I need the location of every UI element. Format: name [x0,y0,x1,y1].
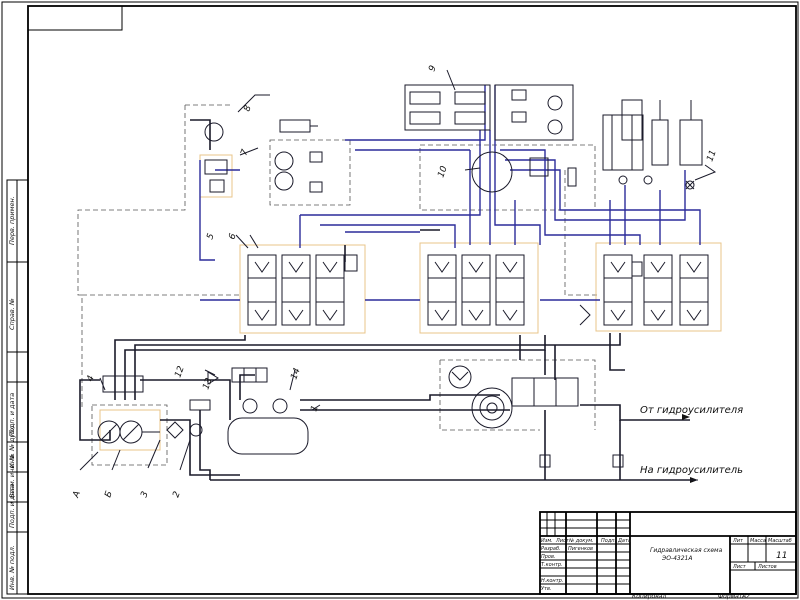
callout-5: 5 [205,232,216,241]
left-stamp-strip: Перв. примен. Справ. № Подп. и дата Инв.… [6,179,29,595]
tb-format-value: А2 [741,593,750,600]
tb-col-list: Лист [555,538,570,544]
tb-row-utv: Утв. [541,586,552,592]
tb-row-razrab: Разраб. [541,546,561,552]
valve-bank-left [247,254,358,326]
strip-perv-primen: Перв. примен. [8,196,16,245]
callout-1: 1 [309,404,320,413]
tb-col-doc: № докум. [568,538,594,544]
tb-col-izm: Изм. [541,538,553,544]
strip-vzam-inv: Взам. инв. № [8,454,16,498]
callout-13: 13 [201,377,214,391]
pressure-lines [199,85,701,301]
valve-bank-middle [427,254,525,326]
leader-lines [79,69,717,471]
tb-row-prov: Пров. [541,554,556,560]
tb-col-date: Дата [617,538,631,544]
strip-podp-data-2: Подп. и дата [8,484,16,528]
tb-col-sign: Подп. [601,538,616,544]
tb-list: Лист [732,564,747,570]
callout-11: 11 [705,149,718,163]
assembly-boundaries [77,104,600,466]
callout-12: 12 [173,365,186,379]
callout-B: Б [103,490,115,499]
callout-4: 4 [85,374,96,383]
callout-9: 9 [427,64,438,73]
steering-unit [448,365,624,468]
tb-listov: Листов [757,564,777,570]
tb-razrab-name: Пигенков [568,546,593,552]
main-lines [79,119,690,481]
top-actuators [279,84,703,193]
tb-lit: Лит [732,538,744,544]
tb-format-label: Формат [718,593,743,600]
flow-arrows [680,414,698,483]
callout-8: 8 [242,104,253,113]
label-from-booster: От гидроусилителя [640,405,743,416]
callout-10: 10 [436,165,449,179]
swing-motor-group [204,122,323,193]
label-to-booster: На гидроусилитель [640,465,743,476]
callout-6: 6 [227,232,238,241]
valve-bank-frames [99,154,722,451]
tb-row-nkontr: Н.контр. [541,578,563,584]
tb-sheet-number: 11 [776,551,787,561]
arrow-from-booster [682,414,690,420]
tb-masshtab: Масштаб [768,538,792,544]
callout-14: 14 [289,367,302,381]
power-unit [97,367,309,455]
valve-bank-right [579,254,709,326]
tb-row-tkontr: Т.контр. [541,562,563,568]
callout-3: 3 [139,490,150,499]
tb-title-line2: ЭО-4321А [661,555,692,562]
tb-kopiroval: Копировал [632,593,666,600]
title-block [539,511,797,595]
callout-7: 7 [239,148,250,157]
tb-title-line1: Гидравлическая схема [650,547,723,554]
tb-massa: Масса [750,538,766,544]
callout-2: 2 [171,490,182,499]
callout-A: А [71,490,83,500]
strip-sprav-no: Справ. № [8,298,16,330]
strip-podp-data-1: Подп. и дата [8,393,16,437]
strip-inv-podl: Инв. № подл. [8,545,16,590]
strip-inv-dubl: Инв. № дубл. [8,424,16,468]
